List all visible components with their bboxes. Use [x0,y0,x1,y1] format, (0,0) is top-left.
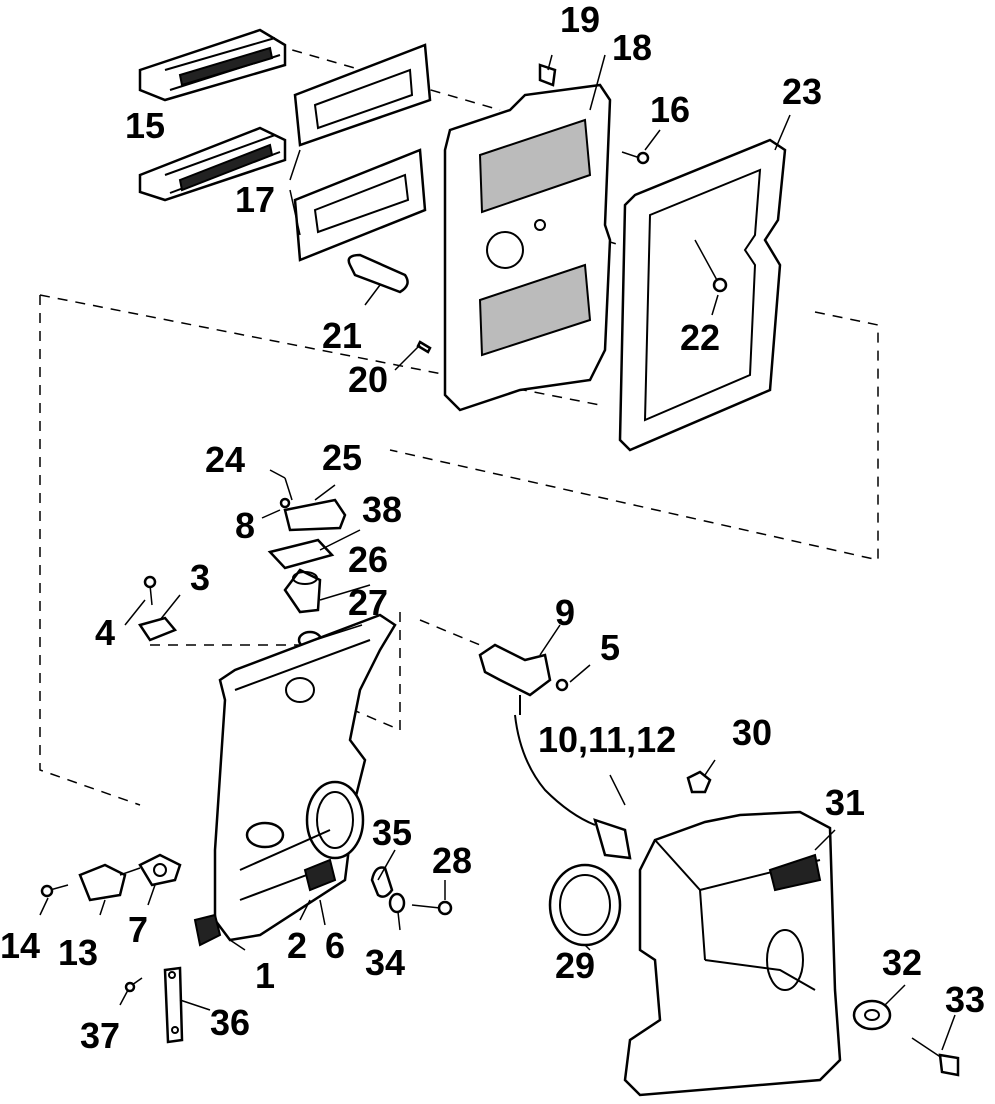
screw-24 [279,477,293,509]
label-20: 20 [348,359,388,400]
screw-14 [40,884,69,898]
label-14: 14 [0,925,40,966]
label-6: 6 [325,925,345,966]
gasket-7 [138,853,182,887]
gasket [618,138,787,452]
label-13: 13 [58,932,98,973]
label-28: 28 [432,840,472,881]
harness-10-11-12 [514,714,632,860]
clip-3 [138,616,178,642]
label-38: 38 [362,489,402,530]
label-34: 34 [365,942,405,983]
pin-20 [416,340,432,354]
label-25: 25 [322,437,362,478]
label-35: 35 [372,812,412,853]
screw-22 [694,239,728,293]
screw-28 [411,900,453,916]
label-30: 30 [732,712,772,753]
label-15: 15 [125,105,165,146]
sensor-bracket-25 [283,498,347,532]
label-22: 22 [680,317,720,358]
nut-30 [686,770,712,794]
label-31: 31 [825,782,865,823]
label-23: 23 [782,71,822,112]
screw-37 [124,977,143,993]
reed-block-upper [138,28,287,102]
elbow-26 [283,568,322,614]
label-3: 3 [190,557,210,598]
label-2: 2 [287,925,307,966]
label-8: 8 [235,505,255,546]
reed-plate [443,83,612,412]
intake-silencer [623,810,842,1097]
label-5: 5 [600,627,620,668]
label-36: 36 [210,1002,250,1043]
label-24: 24 [205,439,245,480]
label-16: 16 [650,89,690,130]
label-19: 19 [560,0,600,40]
reed-block-lower [138,126,287,202]
leader-lines [39,54,956,1051]
gasket-38 [267,538,335,570]
label-4: 4 [95,612,115,653]
label-32: 32 [882,942,922,983]
reed-gasket-upper [293,43,432,147]
label-29: 29 [555,945,595,986]
part-labels: 19 18 16 23 15 17 21 22 20 24 25 8 38 26… [0,0,985,1056]
label-17: 17 [235,179,275,220]
label-26: 26 [348,539,388,580]
sensor-13 [78,863,141,902]
label-21: 21 [322,315,362,356]
washer-34 [388,892,406,914]
grommet-29 [548,863,622,947]
label-1: 1 [255,955,275,996]
screw-33 [911,1037,960,1077]
fitting-19 [538,63,557,87]
label-18: 18 [612,27,652,68]
intake-manifold [193,613,397,947]
label-7: 7 [128,909,148,950]
label-27: 27 [348,582,388,623]
valve-21 [347,253,409,294]
label-10-11-12: 10,11,12 [538,719,676,760]
label-9: 9 [555,592,575,633]
screw-4 [143,575,157,606]
screw-5 [555,678,569,692]
screw-16 [621,151,650,165]
bracket-36 [163,966,184,1044]
sensor-9 [478,643,552,715]
grommet-32 [852,999,892,1031]
reed-gasket-lower [293,148,427,262]
clamp-35 [370,866,394,898]
label-37: 37 [80,1015,120,1056]
label-33: 33 [945,979,985,1020]
